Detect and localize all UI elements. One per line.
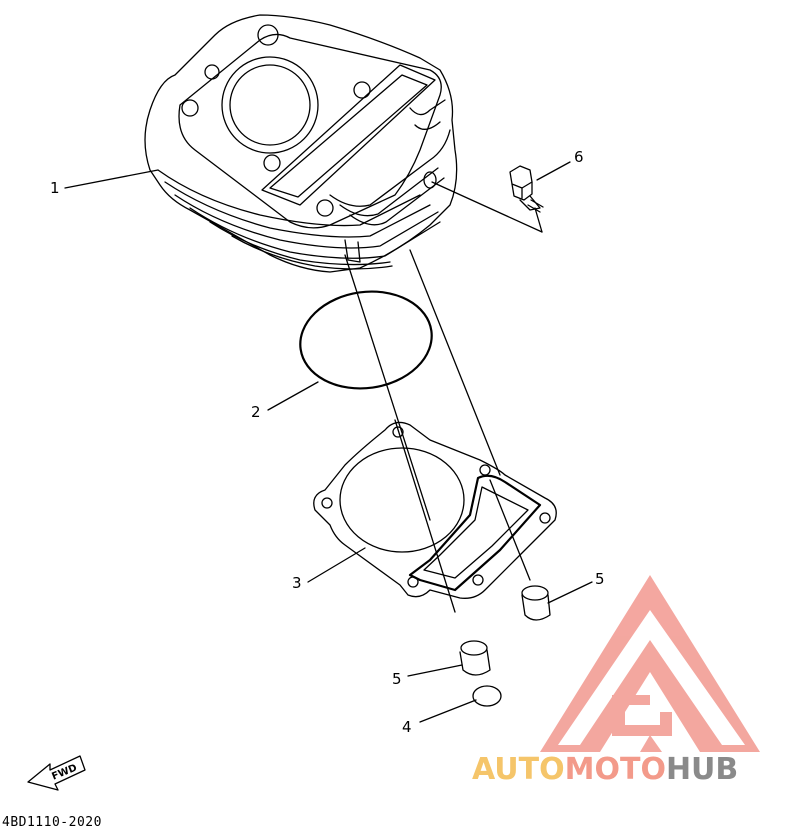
brand-hub: HUB: [666, 752, 738, 787]
alignment-lines: [344, 181, 543, 613]
callout-5-left: 5: [392, 670, 402, 688]
o-ring-part-2: [299, 290, 433, 390]
callout-5-right: 5: [595, 570, 605, 588]
watermark-logo: [540, 575, 760, 752]
callout-2: 2: [251, 403, 261, 421]
cylinder-part-1: [144, 14, 458, 273]
callout-1: 1: [50, 179, 60, 197]
brand-auto: AUTO: [472, 752, 565, 787]
leader-lines: [64, 161, 593, 723]
dowel-pin-part-5-left: [459, 640, 491, 676]
callout-3: 3: [292, 574, 302, 592]
drawing-code: 4BD1110-2020: [2, 815, 102, 830]
forward-arrow-icon: FWD: [27, 755, 86, 791]
callout-6: 6: [574, 148, 584, 166]
dowel-pin-part-5-right: [521, 585, 551, 621]
bolt-part-6: [509, 165, 544, 213]
watermark-brand: AUTOMOTOHUB: [472, 752, 738, 787]
brand-moto: MOTO: [565, 752, 666, 787]
cylinder-gasket-part-3: [313, 421, 557, 599]
callout-4: 4: [402, 718, 412, 736]
cap-part-4: [472, 685, 502, 707]
